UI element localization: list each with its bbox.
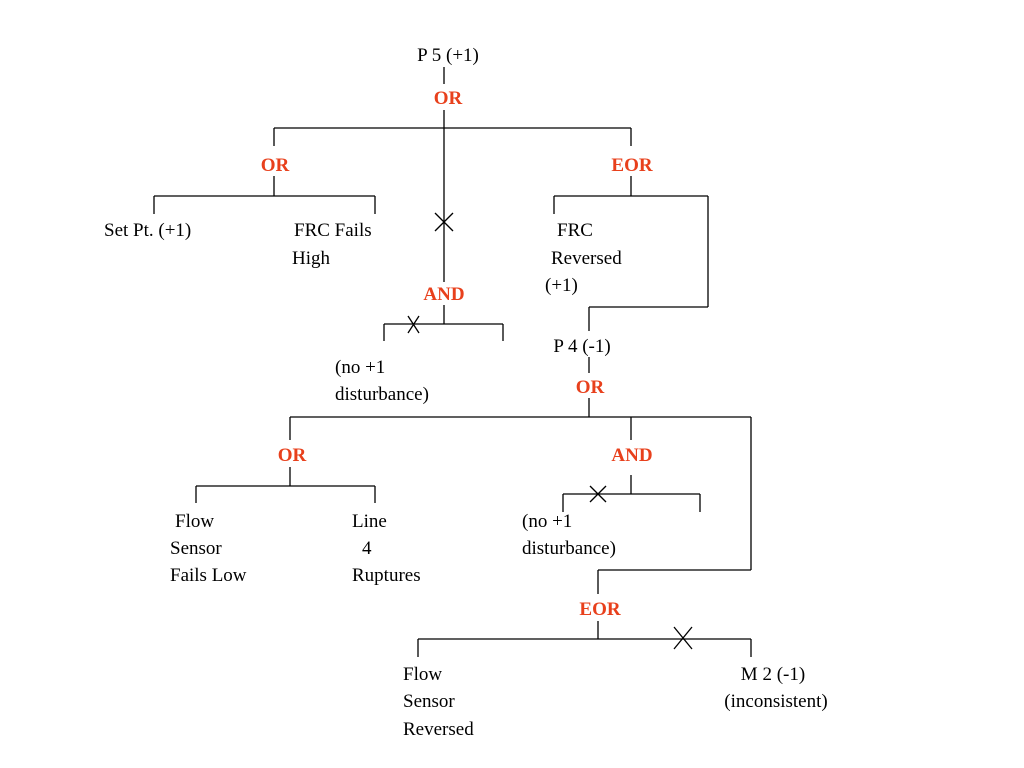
gate-right-eor: EOR bbox=[611, 155, 652, 176]
node-flow-sensor-reversed-line3: Reversed bbox=[403, 719, 474, 740]
node-frc-reversed-line1: FRC bbox=[557, 220, 593, 241]
node-flow-sensor-fails-low-line1: Flow bbox=[175, 511, 214, 532]
node-no-disturbance-1-line1: (no +1 bbox=[335, 357, 385, 378]
node-frc-fails-high-line1: FRC Fails bbox=[294, 220, 372, 241]
node-set-point: Set Pt. (+1) bbox=[104, 220, 191, 241]
node-flow-sensor-fails-low-line3: Fails Low bbox=[170, 565, 247, 586]
cut-mark-bottom-eor bbox=[673, 626, 693, 650]
node-frc-reversed-line2: Reversed bbox=[551, 248, 622, 269]
node-no-disturbance-2-line2: disturbance) bbox=[522, 538, 616, 559]
gate-left-or: OR bbox=[261, 155, 290, 176]
node-frc-fails-high-line2: High bbox=[292, 248, 331, 269]
gate-top-or: OR bbox=[434, 88, 463, 109]
node-line-4-ruptures-line3: Ruptures bbox=[352, 565, 421, 586]
node-flow-sensor-reversed-line1: Flow bbox=[403, 664, 442, 685]
gate-lower-and: AND bbox=[611, 445, 652, 466]
node-m2-line1: M 2 (-1) bbox=[741, 664, 805, 685]
node-flow-sensor-fails-low-line2: Sensor bbox=[170, 538, 222, 559]
gate-mid-and: AND bbox=[423, 284, 464, 305]
node-line-4-ruptures-line2: 4 bbox=[362, 538, 372, 559]
cut-mark-lower-and bbox=[589, 485, 607, 503]
tree-connectors bbox=[153, 67, 752, 657]
node-m2-line2: (inconsistent) bbox=[724, 691, 827, 712]
gate-p4-or: OR bbox=[576, 377, 605, 398]
gate-bottom-eor: EOR bbox=[579, 599, 620, 620]
cut-mark-mid-and bbox=[407, 315, 420, 334]
node-p4: P 4 (-1) bbox=[553, 336, 610, 357]
node-flow-sensor-reversed-line2: Sensor bbox=[403, 691, 455, 712]
node-p5: P 5 (+1) bbox=[417, 45, 479, 66]
node-frc-reversed-line3: (+1) bbox=[545, 275, 578, 296]
cut-mark-center-trunk bbox=[434, 212, 454, 232]
node-no-disturbance-2-line1: (no +1 bbox=[522, 511, 572, 532]
gate-lower-left-or: OR bbox=[278, 445, 307, 466]
node-line-4-ruptures-line1: Line bbox=[352, 511, 387, 532]
node-no-disturbance-1-line2: disturbance) bbox=[335, 384, 429, 405]
